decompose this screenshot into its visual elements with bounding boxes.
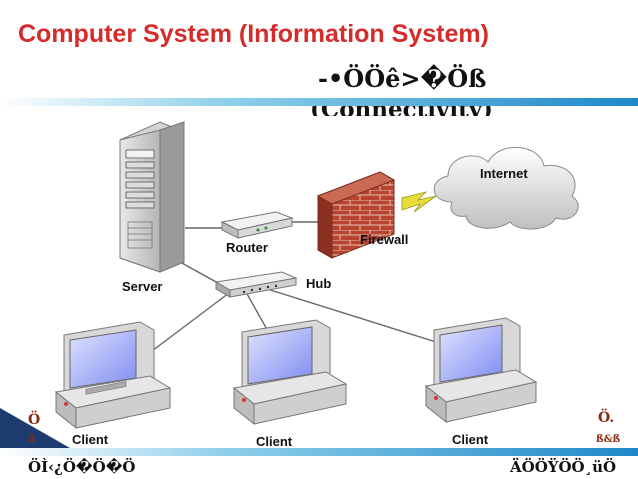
client-computer-3-icon [424,317,538,424]
firewall-icon [316,171,396,259]
text-fragment-right-top: Ö. [598,410,615,426]
firewall-label: Firewall [360,232,408,247]
wireless-bolt-icon [401,191,437,213]
text-fragment-right-bottom: ß&ß [596,434,621,445]
client-3-label: Client [452,432,489,447]
hub-icon [214,271,298,298]
garbled-subtitle-line-1: -•ÖÖê>�Öß [318,64,487,93]
server-icon [119,121,185,273]
client-1-label: Client [72,432,109,447]
text-fragment-left-bottom: ã [28,432,36,445]
header-divider-bar [0,98,638,106]
footer-right-text: ÄÖÖŸÖÖ¸üÖ [510,458,617,476]
client-2-label: Client [256,434,293,449]
internet-label: Internet [480,166,528,181]
server-label: Server [122,279,162,294]
router-label: Router [226,240,268,255]
slide-title: Computer System (Information System) [18,20,489,48]
client-computer-2-icon [232,319,348,426]
footer-divider-bar [0,448,638,456]
internet-cloud-icon [433,147,579,230]
hub-label: Hub [306,276,331,291]
footer-dark-wedge [0,408,70,448]
client-computer-1-icon [54,321,172,430]
footer-left-text: ÖÌ‹¿Ö�Ö�Ö [28,458,136,476]
text-fragment-left-top: Ö [28,412,41,428]
router-icon [220,211,294,239]
